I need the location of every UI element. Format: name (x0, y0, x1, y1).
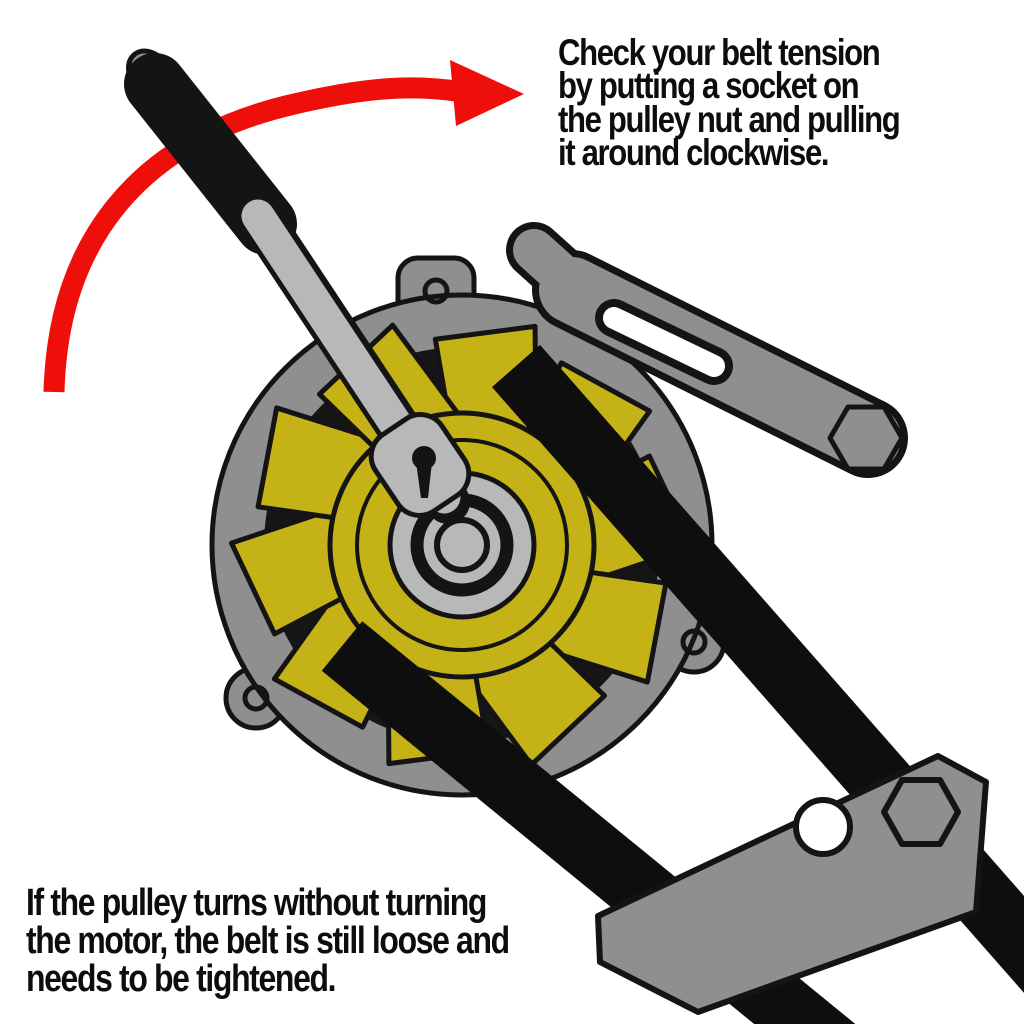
pulley-nut-center (434, 517, 490, 573)
ratchet-keyhole-drop (416, 462, 432, 498)
alternator-ear-right-hole (680, 628, 708, 656)
lower-bracket-hole (793, 797, 853, 857)
instruction-top-line-4: it around clockwise. (558, 131, 830, 173)
instruction-bottom-line-1: If the pulley turns without turning (26, 882, 487, 924)
pulley-rim (355, 438, 569, 652)
clockwise-arrow-curve (43, 77, 464, 393)
instruction-top-line-3: the pulley nut and pulling (558, 98, 901, 140)
belt-lower-run (321, 621, 856, 1024)
adjuster-hex-bolt-icon (827, 404, 905, 472)
ratchet-wrench (124, 48, 472, 524)
instruction-bottom: If the pulley turns without turning the … (26, 882, 510, 1000)
clockwise-arrow-head (450, 60, 524, 126)
instruction-bottom-line-2: the motor, the belt is still loose and (26, 920, 510, 962)
adjuster-hook (513, 229, 606, 317)
alternator-top-tab-hole (422, 277, 450, 305)
instruction-bottom-line-3: needs to be tightened. (26, 958, 337, 1000)
adjuster-bracket-arm (506, 222, 908, 478)
lower-bracket (595, 753, 989, 1015)
instruction-top-line-2: by putting a socket on (558, 65, 860, 107)
instruction-top: Check your belt tension by putting a soc… (558, 32, 901, 173)
clockwise-arrow (43, 60, 524, 393)
instruction-top-line-1: Check your belt tension (558, 32, 881, 73)
lower-hex-bolt-icon (881, 777, 961, 847)
alternator-ear-bottom-left-hole (242, 684, 270, 712)
adjuster-slot (603, 307, 725, 377)
